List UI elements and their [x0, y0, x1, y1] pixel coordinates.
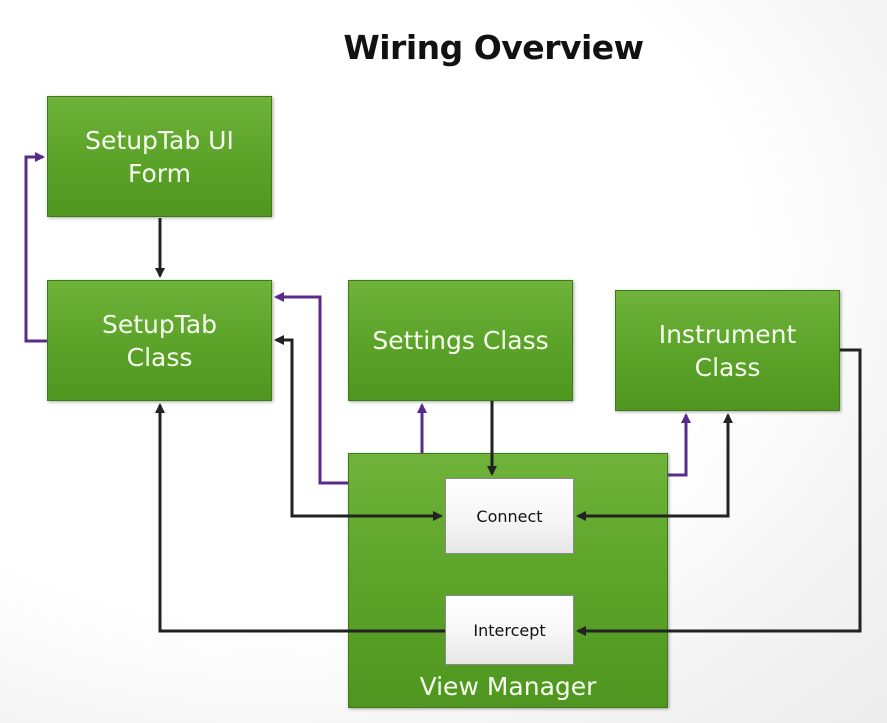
wire-connect-arrowhead-left — [433, 511, 443, 521]
setuptab-ui-form-box: SetupTab UI Form — [47, 96, 272, 217]
wire-instrument-to-intercept — [576, 348, 862, 636]
wire-setuptab-to-form — [24, 152, 47, 343]
wire-intercept-to-setuptab — [155, 403, 445, 633]
wire-connect-setuptab — [274, 335, 441, 518]
settings-class-label: Settings Class — [372, 326, 549, 355]
intercept-label: Intercept — [473, 620, 546, 640]
connect-label: Connect — [476, 506, 543, 526]
wire-connect-instrument — [578, 413, 733, 518]
wire-connect-arrowhead-right — [576, 511, 586, 521]
setuptab-ui-form-label: SetupTab UI Form — [85, 125, 234, 188]
setuptab-class-label: SetupTab Class — [101, 309, 218, 372]
wire-viewmanager-to-instrument — [668, 413, 691, 477]
diagram-title: Wiring Overview — [343, 28, 644, 67]
settings-class-box: Settings Class — [348, 280, 573, 401]
connect-box: Connect — [445, 478, 574, 554]
intercept-box: Intercept — [445, 595, 574, 665]
setuptab-class-box: SetupTab Class — [47, 280, 272, 401]
instrument-class-box: Instrument Class — [615, 290, 840, 411]
wire-viewmanager-to-setuptab-purple — [274, 292, 348, 485]
view-manager-label: View Manager — [419, 672, 597, 701]
instrument-class-label: Instrument Class — [658, 319, 797, 382]
